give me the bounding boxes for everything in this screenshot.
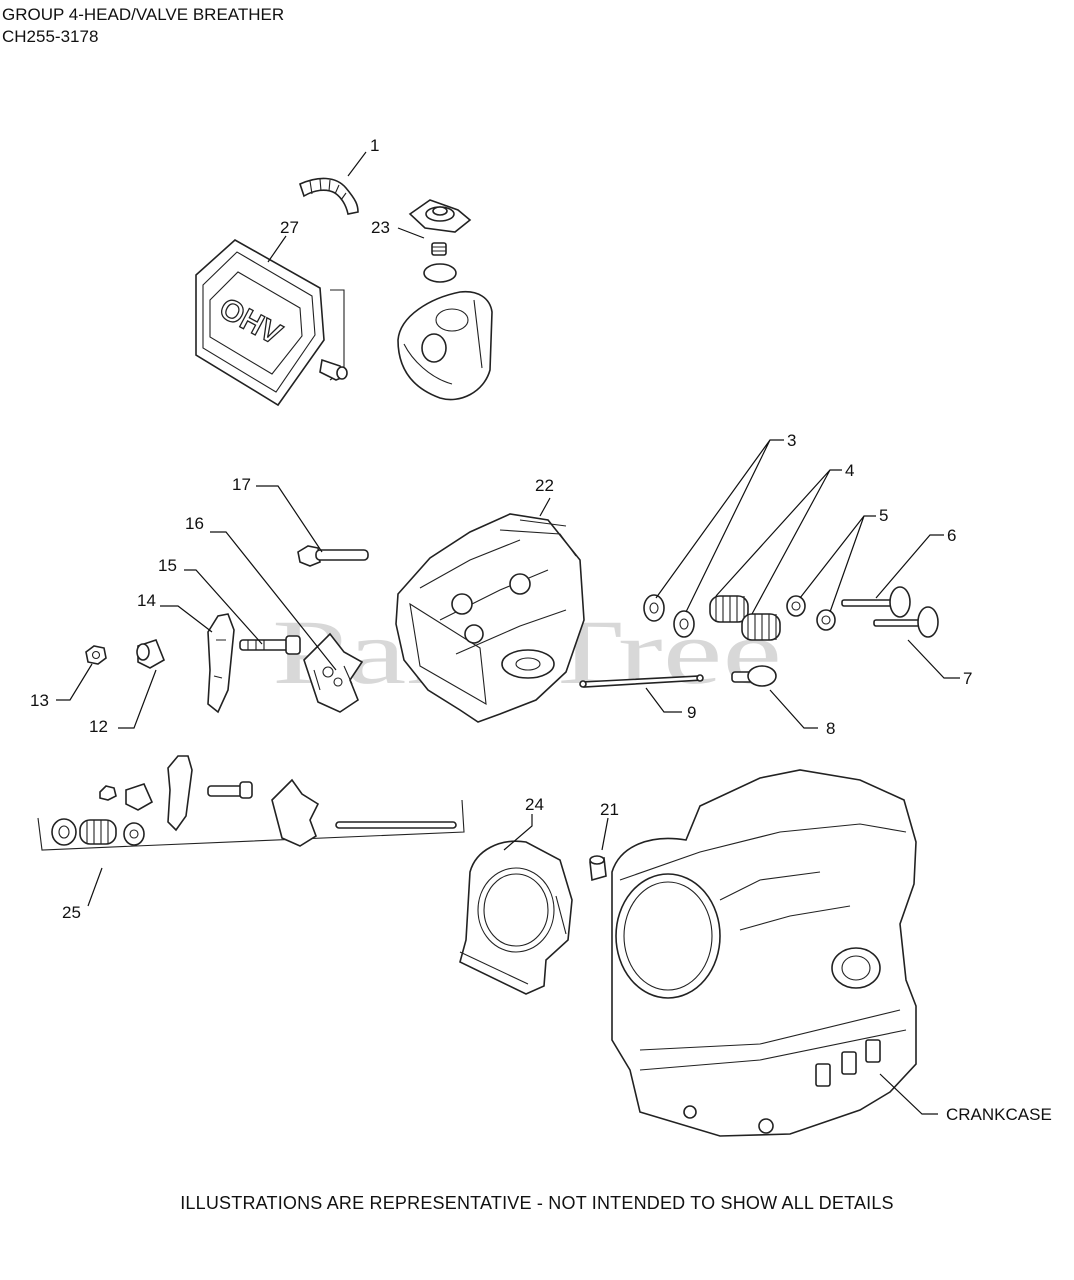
- part-rocker-arm[interactable]: [207, 613, 235, 714]
- part-valve-lifter[interactable]: [731, 665, 777, 687]
- callout-1[interactable]: 1: [370, 136, 379, 155]
- part-crankcase[interactable]: [611, 769, 917, 1137]
- callout-7[interactable]: 7: [963, 669, 972, 688]
- callout-15[interactable]: 15: [158, 556, 177, 575]
- callout-17[interactable]: 17: [232, 475, 251, 494]
- callout-12[interactable]: 12: [89, 717, 108, 736]
- callout-crankcase[interactable]: CRANKCASE: [946, 1105, 1052, 1124]
- callout-14[interactable]: 14: [137, 591, 156, 610]
- part-intake-valve[interactable]: [873, 606, 939, 638]
- callout-3[interactable]: 3: [787, 431, 796, 450]
- part-head-bolt[interactable]: [297, 545, 369, 567]
- part-dowel-pin[interactable]: [589, 855, 607, 882]
- part-breather-valve[interactable]: [408, 199, 472, 283]
- callout-8[interactable]: 8: [826, 719, 835, 738]
- callout-5[interactable]: 5: [879, 506, 888, 525]
- callout-21[interactable]: 21: [600, 800, 619, 819]
- callout-24[interactable]: 24: [525, 795, 544, 814]
- part-breather-cover[interactable]: [397, 290, 493, 401]
- part-breather-hose[interactable]: [299, 177, 359, 215]
- callout-9[interactable]: 9: [687, 703, 696, 722]
- callout-27[interactable]: 27: [280, 218, 299, 237]
- part-head-gasket[interactable]: [459, 840, 573, 995]
- callout-labels: 1 27 23 3 4 17 22 5 16 6 15 14 7 13 9 12…: [30, 136, 1052, 1124]
- callout-25[interactable]: 25: [62, 903, 81, 922]
- model-number: CH255-3178: [2, 27, 99, 46]
- part-cylinder-head[interactable]: [395, 513, 585, 723]
- leader-lines: [56, 151, 960, 1115]
- part-cover-pin[interactable]: [319, 358, 348, 381]
- callout-23[interactable]: 23: [371, 218, 390, 237]
- disclaimer-note: ILLUSTRATIONS ARE REPRESENTATIVE - NOT I…: [180, 1193, 894, 1213]
- part-valve-train-kit[interactable]: [37, 755, 465, 851]
- part-adjuster-nut[interactable]: [85, 645, 107, 665]
- part-push-rod[interactable]: [579, 674, 704, 688]
- part-exhaust-valve[interactable]: [841, 586, 911, 618]
- diagram-header: GROUP 4-HEAD/VALVE BREATHER CH255-3178: [2, 4, 284, 48]
- part-pivot-ball[interactable]: [136, 639, 166, 669]
- part-spring-retainer[interactable]: [643, 594, 695, 638]
- callout-6[interactable]: 6: [947, 526, 956, 545]
- callout-16[interactable]: 16: [185, 514, 204, 533]
- diagram-title: GROUP 4-HEAD/VALVE BREATHER: [2, 5, 285, 24]
- part-valve-seal[interactable]: [786, 595, 836, 631]
- part-rocker-stud[interactable]: [239, 635, 301, 655]
- part-guide-plate[interactable]: [303, 632, 364, 713]
- callout-4[interactable]: 4: [845, 461, 854, 480]
- callout-22[interactable]: 22: [535, 476, 554, 495]
- part-valve-spring[interactable]: [709, 595, 781, 641]
- part-valve-cover[interactable]: OHV: [195, 239, 346, 407]
- callout-13[interactable]: 13: [30, 691, 49, 710]
